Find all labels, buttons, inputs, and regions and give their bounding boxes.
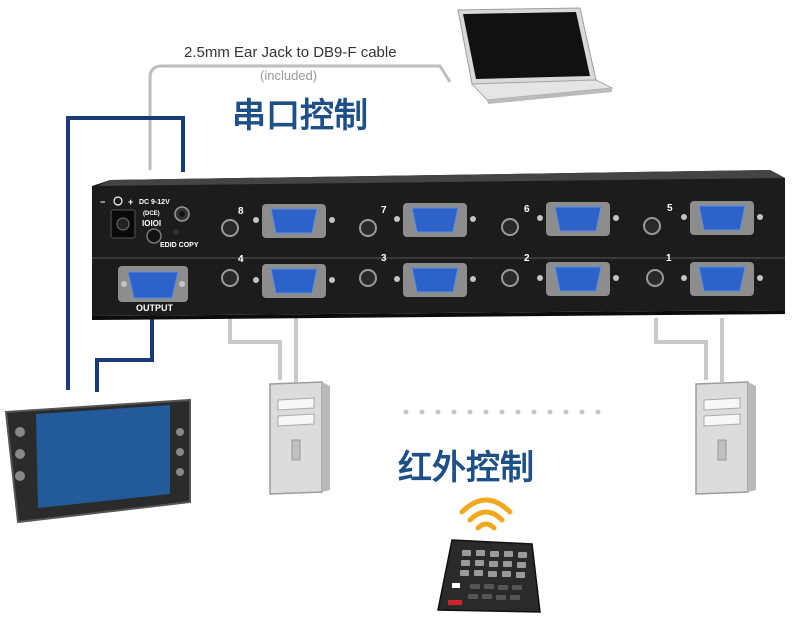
port-label-7: 7 xyxy=(381,205,387,216)
port-label-1: 1 xyxy=(666,253,672,264)
port-8 xyxy=(221,204,335,238)
serial-control-title: 串口控制 xyxy=(232,96,368,136)
port-label-4: 4 xyxy=(238,254,244,265)
pc-right-cable-a xyxy=(654,318,708,380)
remote-control-icon xyxy=(437,539,541,613)
pc-tower-icon xyxy=(269,381,330,495)
output-label: OUTPUT xyxy=(136,303,174,313)
ir-control-title: 红外控制 xyxy=(398,448,534,488)
serial-cable-grey xyxy=(148,64,452,170)
dce-label: (DCE) xyxy=(143,211,160,217)
pc-left-cable-a xyxy=(228,318,282,380)
power-jack xyxy=(110,209,136,239)
pc-tower-icon-2 xyxy=(695,381,756,495)
edid-copy-button xyxy=(173,229,179,235)
monitor-cable-output xyxy=(95,310,154,392)
port-4 xyxy=(221,264,335,298)
cable-label: 2.5mm Ear Jack to DB9-F cable xyxy=(184,44,397,61)
port-label-8: 8 xyxy=(238,206,244,217)
serial-audio-jack xyxy=(146,206,190,244)
cable-included-note: (included) xyxy=(260,68,318,83)
edid-copy-label: EDID COPY xyxy=(160,242,199,249)
port-label-6: 6 xyxy=(524,204,530,215)
port-2 xyxy=(501,262,619,296)
monitor-icon xyxy=(4,398,191,524)
port-label-2: 2 xyxy=(524,253,530,264)
port-1 xyxy=(646,262,763,296)
serial-symbol: IOIOI xyxy=(142,219,161,228)
output-vga-port xyxy=(118,266,188,302)
ellipsis-dots xyxy=(403,409,601,415)
monitor-cable-outer xyxy=(66,116,185,390)
port-3 xyxy=(359,263,476,297)
svg-text:+: + xyxy=(128,197,133,207)
port-5 xyxy=(643,201,763,235)
power-label: DC 9-12V xyxy=(139,199,170,206)
port-label-5: 5 xyxy=(667,203,673,214)
wireless-signal-icon xyxy=(459,497,513,531)
port-7 xyxy=(359,203,476,237)
port-label-3: 3 xyxy=(381,253,387,264)
svg-text:−: − xyxy=(100,197,105,207)
laptop-icon xyxy=(457,7,614,104)
port-6 xyxy=(501,202,619,236)
